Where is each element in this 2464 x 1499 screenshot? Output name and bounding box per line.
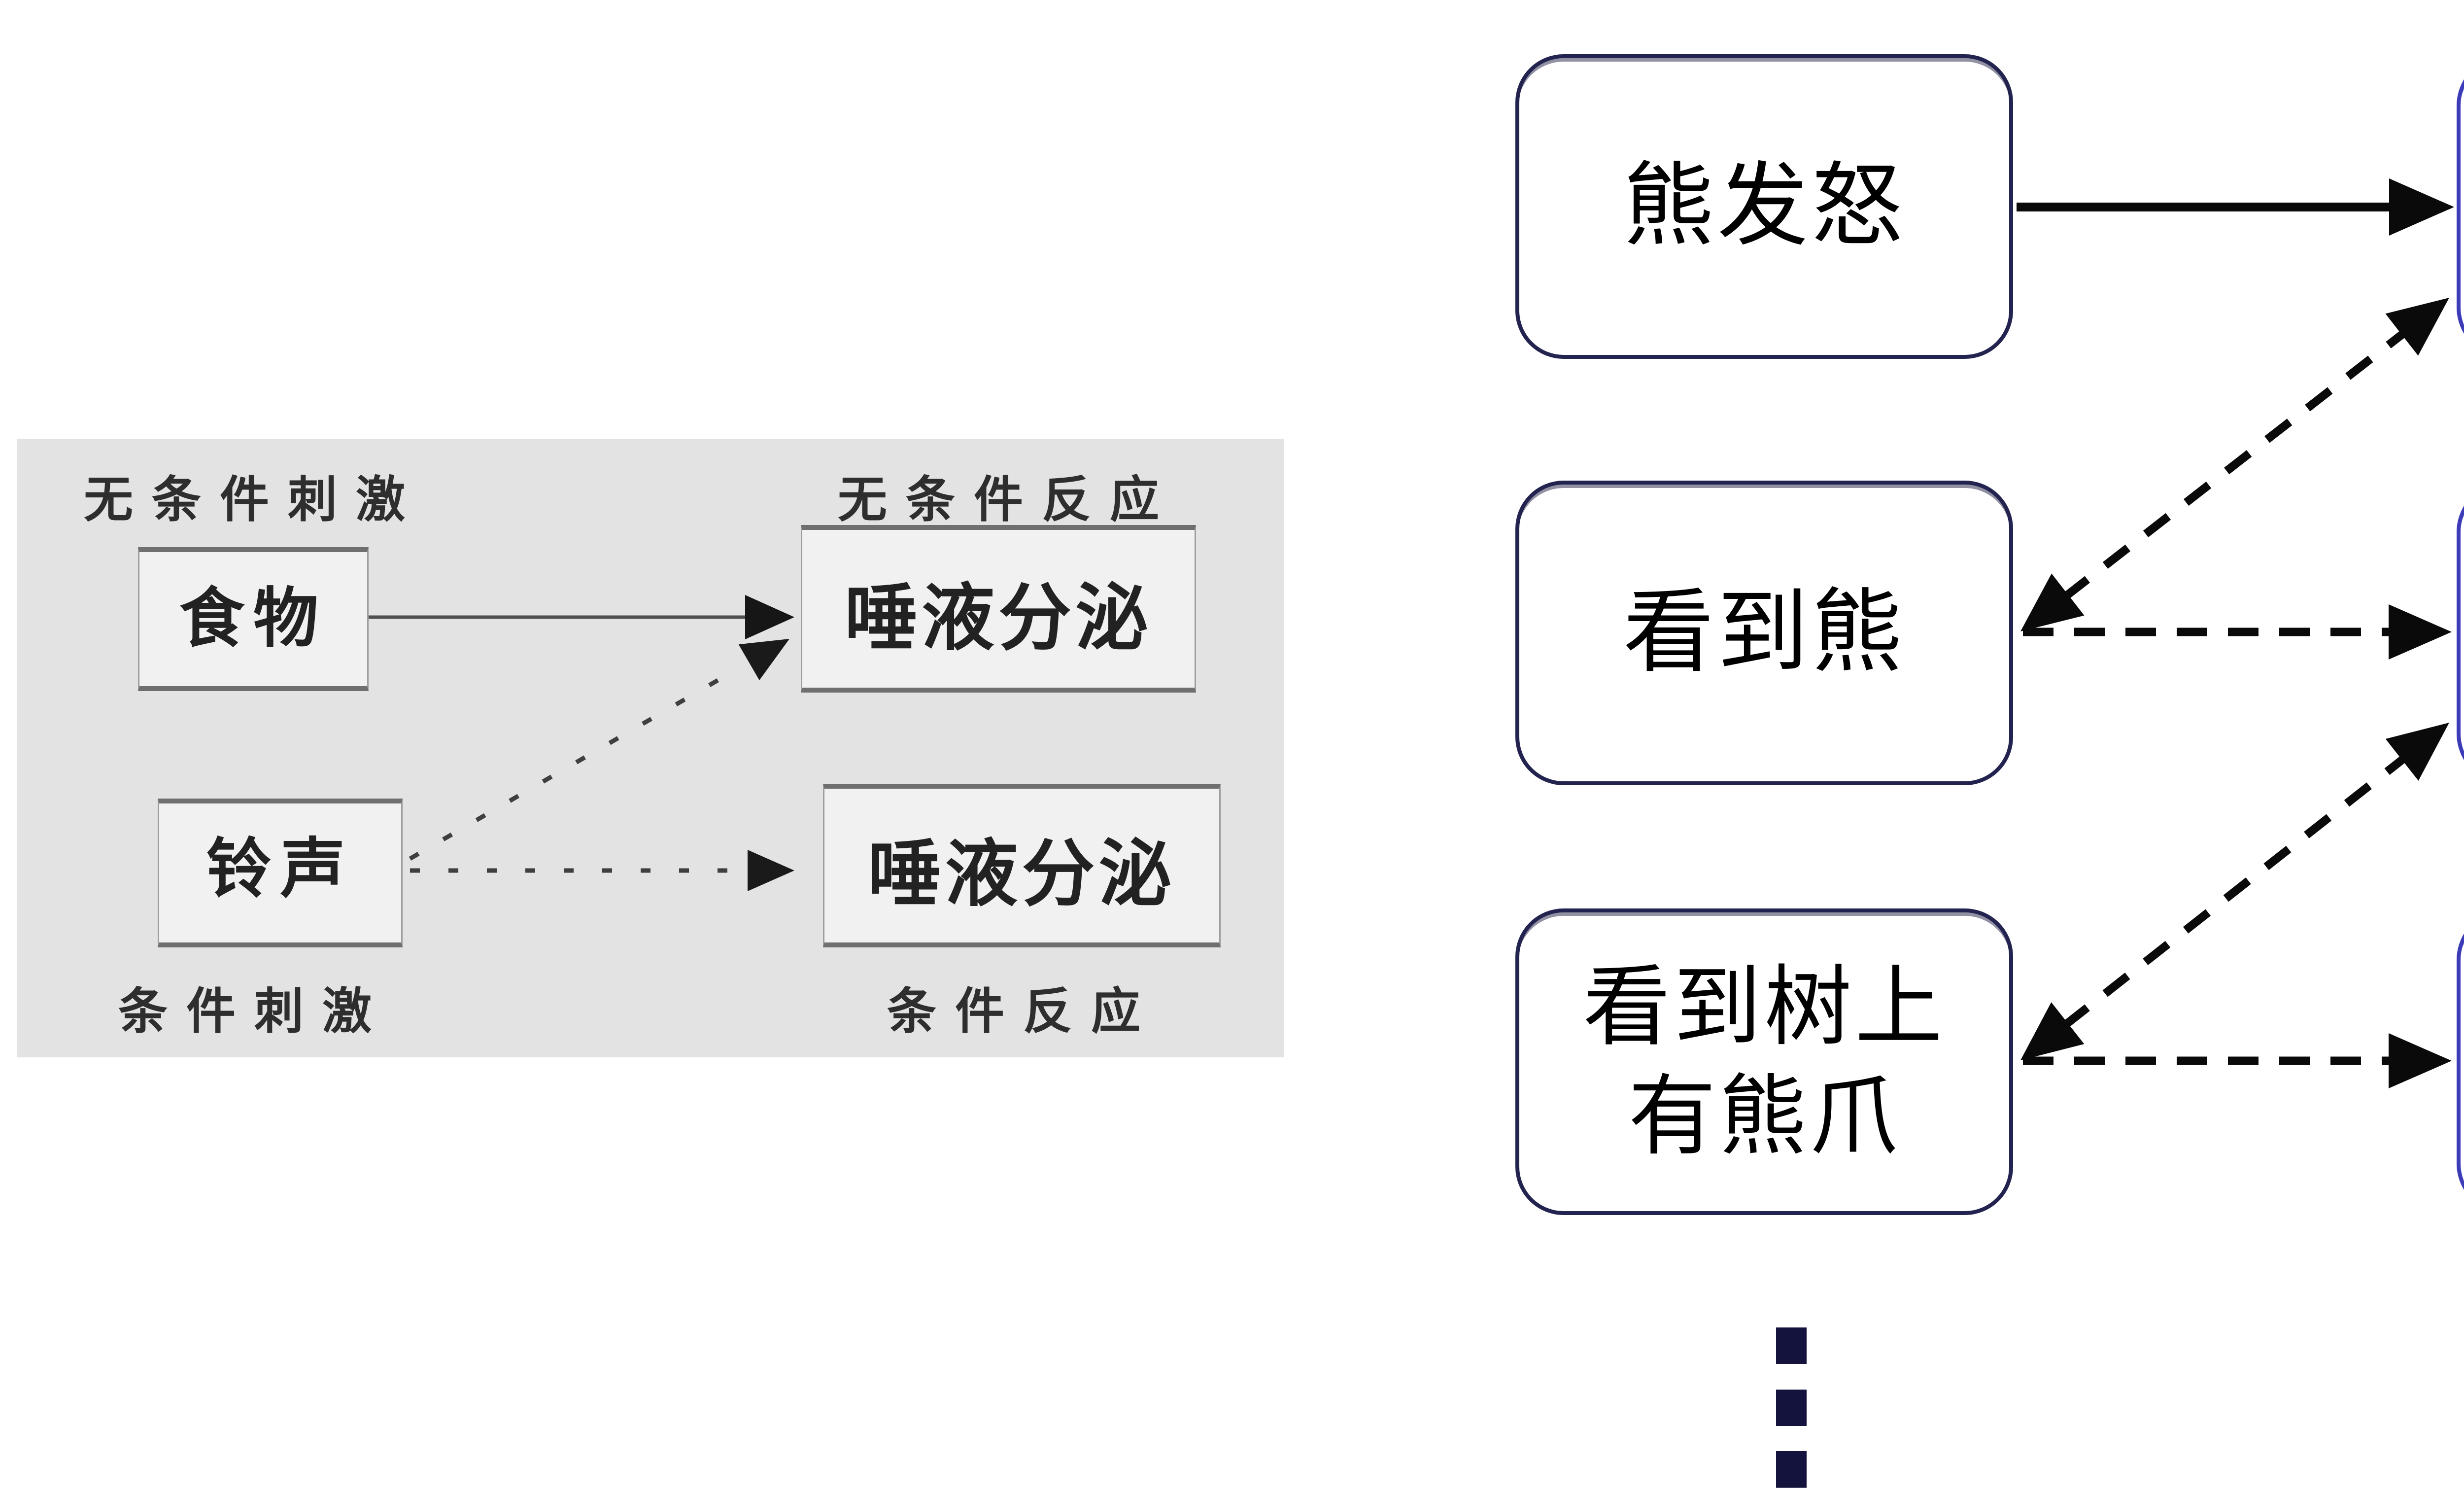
node-value: V(s) [2457,908,2464,1215]
ellipsis-left-dot [1776,1451,1807,1488]
node-bear-angry: 熊发怒 [1515,54,2013,359]
node-see-claws-line2: 有熊爪 [1628,1067,1900,1165]
label-unconditioned-stimulus: 无条件刺激 [84,472,424,527]
label-unconditioned-response: 无条件反应 [838,472,1178,527]
arrow-see-bear-to-value-next [2023,604,2452,660]
node-bell: 铃声 [158,799,403,947]
node-reward: 奖励 [2457,54,2464,359]
node-value-next: V(s′) [2457,481,2464,785]
arrow-bear-to-reward [2017,178,2454,236]
node-see-claws: 看到树上 有熊爪 [1515,908,2013,1215]
arrow-see-claws-value-next-diagonal [2020,723,2449,1060]
arrow-see-claws-to-value [2023,1033,2452,1088]
ellipsis-left-dot [1776,1327,1807,1364]
node-see-bear: 看到熊 [1515,481,2013,785]
arrow-see-bear-reward-diagonal [2020,298,2449,631]
ellipsis-left-dot [1776,1390,1807,1426]
node-salivation-top: 唾液分泌 [801,525,1196,693]
node-see-claws-line1: 看到树上 [1583,957,1946,1056]
node-salivation-bottom: 唾液分泌 [823,784,1221,947]
classical-conditioning-panel: 无条件刺激 无条件反应 食物 唾液分泌 铃声 唾液分泌 条件刺激 条件反应 [17,439,1284,1057]
node-food: 食物 [138,547,369,691]
label-conditioned-response: 条件反应 [887,984,1159,1039]
label-conditioned-stimulus: 条件刺激 [118,984,390,1039]
